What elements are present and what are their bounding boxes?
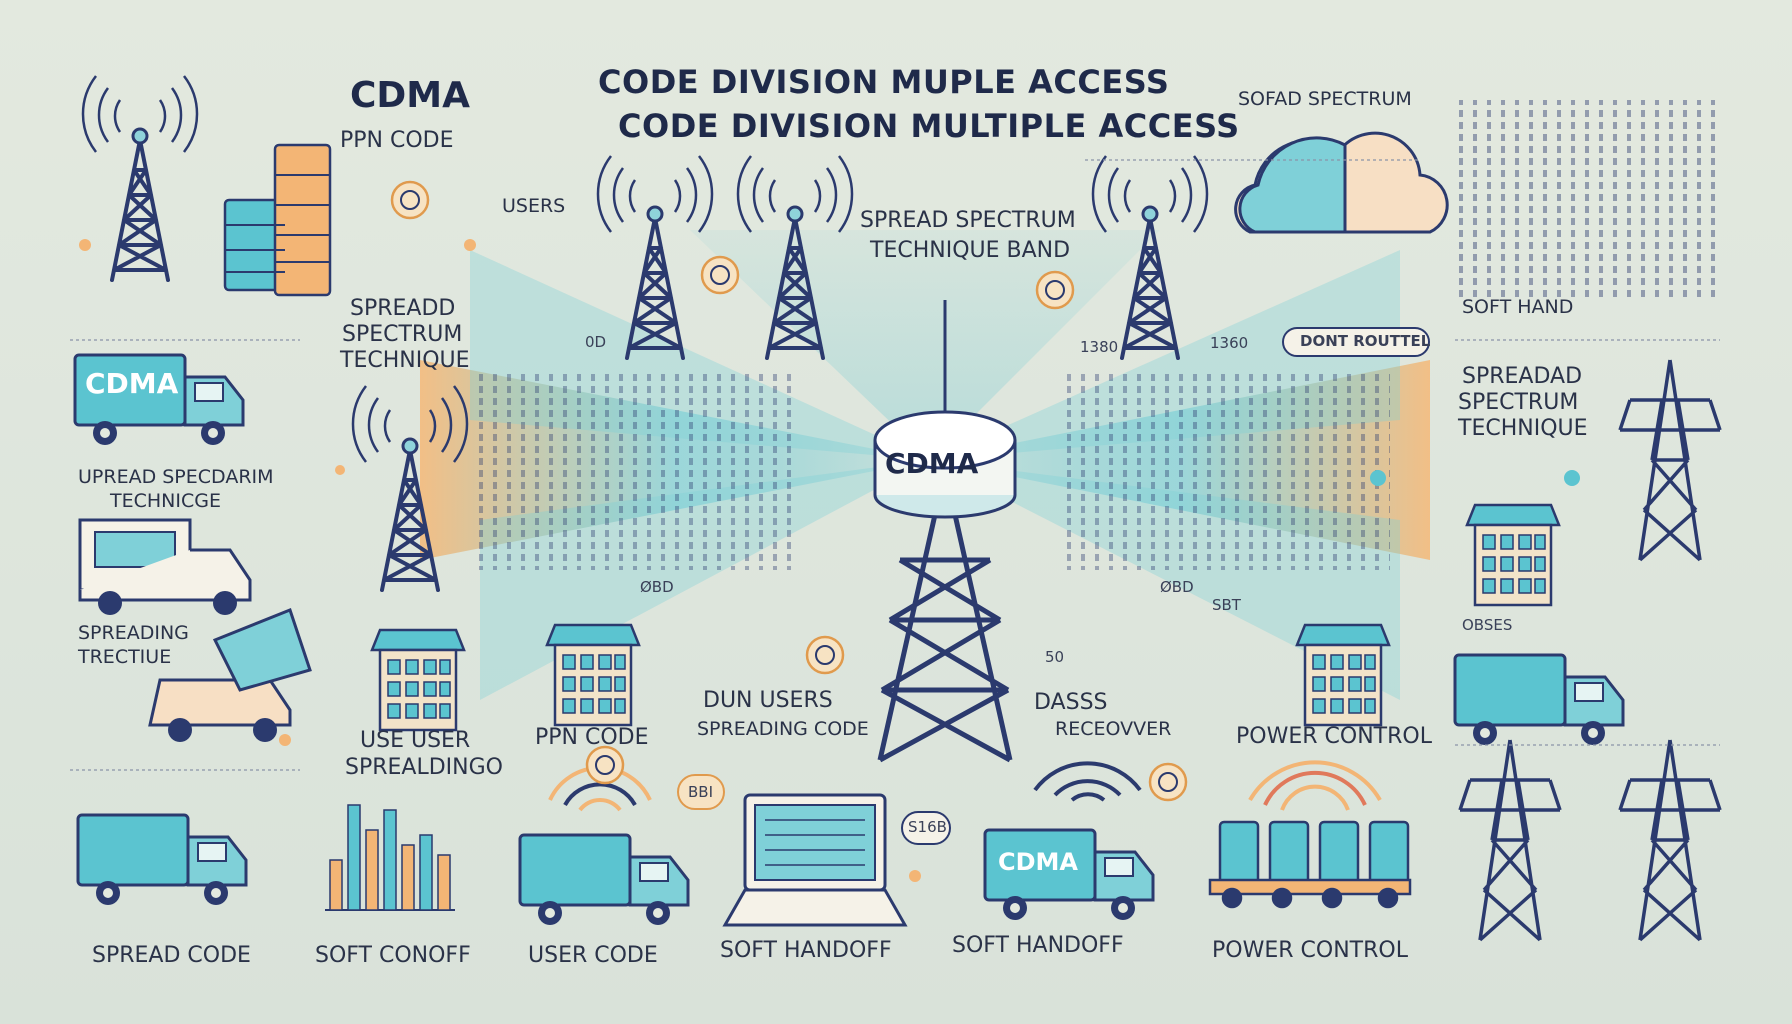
truck-cdma-label: CDMA [85,367,179,400]
spreading-line-2: TRECTIUE [78,646,172,668]
dump-truck [148,608,312,742]
truck-right-mid [1453,653,1625,747]
small-label-c: ØBD [1160,578,1194,596]
dun-users-line-1: DUN USERS [703,688,833,713]
badge-dont-routtel [1282,327,1430,357]
building-2 [545,623,641,727]
spread-band-line-1: SPREAD SPECTRUM [860,208,1076,233]
spreading-line-1: SPREADING [78,622,189,644]
signal-beams [420,230,1430,700]
title-line-1: CODE DIVISION MUPLE ACCESS [598,63,1170,101]
users-label: USERS [502,195,566,217]
truck-bottom-mid [518,833,690,927]
spreadd-line-2: SPECTRUM [342,322,463,347]
spreadad-line-1: SPREADAD [1462,364,1583,389]
small-label-a: 0D [585,333,607,351]
spreadad-line-3: TECHNIQUE [1458,416,1588,441]
hub-label: CDMA [885,447,979,480]
badge-bbi [677,774,725,810]
coin-icon [585,745,625,785]
spreadd-line-3: TECHNIQUE [340,348,470,373]
small-label-b: ØBD [640,578,674,596]
pylon-right-bottom-2 [1618,738,1722,942]
coin-icon [805,635,845,675]
sofad-spectrum-label: SOFAD SPECTRUM [1238,88,1412,110]
coin-icon [700,255,740,295]
building-4 [1465,503,1561,607]
num-1380: 1380 [1080,338,1119,356]
soft-hand-label: SOFT HAND [1462,296,1574,318]
pylon-right-top [1618,358,1722,562]
laptop-icon [722,793,908,927]
coin-icon [1148,762,1188,802]
spreadad-line-2: SPECTRUM [1458,390,1579,415]
power-control-bottom: POWER CONTROL [1212,938,1408,963]
building-3 [1295,623,1391,727]
section-dividers [70,159,1720,771]
dont-routtel-label: DONT ROUTTEL [1300,332,1431,350]
spreadd-line-1: SPREADD [350,296,456,321]
use-user-line-2: SPREALDINGO [345,755,503,780]
truck-left-2 [78,518,252,615]
decorative-dots [79,239,1580,882]
dun-users-line-2: SPREADING CODE [697,718,869,740]
user-code-label: USER CODE [528,943,658,968]
upread-line-2: TECHNICGE [110,490,221,512]
spread-code-label: SPREAD CODE [92,943,251,968]
upread-line-1: UPREAD SPECDARIM [78,466,274,488]
coin-icon [1035,270,1075,310]
soft-handoff-label-2: SOFT HANDOFF [952,933,1124,958]
ppn-code-label: PPN CODE [535,725,649,750]
wifi-icon-bottom-mid [1033,761,1142,802]
building-1 [370,628,466,732]
spread-band-line-2: TECHNIQUE BAND [870,238,1071,263]
central-tower [873,300,1017,763]
battery-cells-icon [1208,820,1412,909]
soft-handoff-label-1: SOFT HANDOFF [720,938,892,963]
wifi-icon-bottom-right [1248,760,1382,811]
sbt-label: SBT [1212,596,1241,614]
binary-wall [1455,100,1715,300]
truck-bottom-cdma-label: CDMA [998,848,1078,876]
dasss-line-1: DASSS [1034,690,1108,715]
b50-label: 50 [1045,648,1065,666]
tower-top-left [81,74,199,282]
cdma-left-heading: CDMA [350,75,470,116]
power-control-mid: POWER CONTROL [1236,724,1432,749]
obses-label: OBSES [1462,616,1513,634]
badge-s16b [901,811,951,845]
use-user-line-1: USE USER [360,728,471,753]
ppn-code-top: PPN CODE [340,128,454,153]
pylon-right-bottom-1 [1458,738,1562,942]
dasss-line-2: RECEOVVER [1055,718,1172,740]
coin-icon [390,180,430,220]
database-icon [223,143,332,297]
num-1360: 1360 [1210,334,1249,352]
cloud-icon [1234,131,1449,234]
badge-bbi-label: BBI [688,783,714,801]
badge-s16b-label: S16B [908,818,947,836]
bar-chart-icon [325,804,455,911]
soft-conoff-label: SOFT CONOFF [315,943,471,968]
truck-bottom-left [76,813,248,907]
title-line-2: CODE DIVISION MULTIPLE ACCESS [618,107,1240,145]
